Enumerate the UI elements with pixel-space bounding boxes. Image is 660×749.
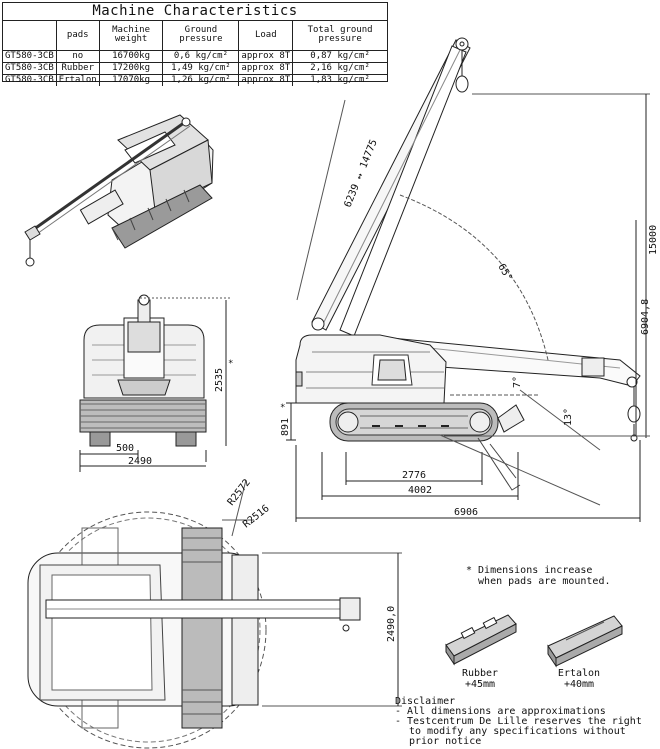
table-row: GT580-3CB Rubber 17200kg 1,49 kg/cm² app…	[3, 62, 387, 75]
header-total-pressure: Total ground pressure	[292, 20, 387, 51]
track-length-label: 4002	[408, 485, 432, 496]
cell-total-pressure: 2,16 kg/cm²	[292, 62, 387, 75]
side-view-illustration	[295, 37, 641, 491]
side-asterisk: *	[280, 403, 285, 413]
table-title: Machine Characteristics	[3, 3, 387, 21]
front-asterisk: *	[228, 359, 233, 369]
cell-total-pressure: 1,83 kg/cm²	[292, 74, 387, 86]
front-view-illustration	[79, 294, 207, 447]
table-row: GT580-3CB Ertalon 17070kg 1,26 kg/cm² ap…	[3, 74, 387, 86]
disclaimer-line: - Testcentrum De Lille reserves the righ…	[395, 716, 642, 727]
ertalon-pad-label: Ertalon +40mm	[557, 668, 601, 690]
cell-ground-pressure: 1,26 kg/cm²	[162, 74, 240, 86]
total-height-label: 15000	[648, 225, 659, 255]
radius-inner-label: R2516	[241, 503, 271, 530]
front-height-label: 2535	[214, 368, 225, 392]
cell-model: GT580-3CB	[3, 50, 57, 63]
ground-clearance-label: 891	[280, 418, 291, 436]
cell-model: GT580-3CB	[3, 62, 57, 75]
cell-pads: no	[55, 50, 100, 63]
header-pads: pads	[55, 20, 100, 51]
disclaimer-title: Disclaimer	[395, 696, 456, 707]
cell-pads: Ertalon	[55, 74, 100, 86]
height-retracted-label: 6904,8	[640, 299, 651, 335]
isometric-view-illustration	[24, 114, 214, 267]
small-angle-label: 7°	[512, 376, 523, 388]
top-view-illustration	[27, 511, 361, 749]
cell-load: approx 8T	[238, 50, 294, 63]
cell-model: GT580-3CB	[3, 74, 57, 86]
boom-angle-label: 65°	[495, 262, 514, 283]
front-width-label: 2490	[128, 456, 152, 467]
total-length-label: 6906	[454, 507, 478, 518]
cell-total-pressure: 0,87 kg/cm²	[292, 50, 387, 63]
track-angle-label: 13°	[563, 408, 574, 426]
cell-pads: Rubber	[55, 62, 100, 75]
track-width-label: 500	[116, 443, 134, 454]
radius-outer-label: R2572	[226, 477, 253, 507]
top-width-label: 2490,0	[386, 606, 397, 642]
disclaimer-line: - All dimensions are approximations	[395, 706, 606, 717]
cell-load: approx 8T	[238, 74, 294, 86]
header-ground-pressure: Ground pressure	[162, 20, 240, 51]
header-load: Load	[238, 20, 294, 51]
track-contact-label: 2776	[402, 470, 426, 481]
cell-weight: 17200kg	[98, 62, 164, 75]
cell-ground-pressure: 0,6 kg/cm²	[162, 50, 240, 63]
cell-ground-pressure: 1,49 kg/cm²	[162, 62, 240, 75]
cell-load: approx 8T	[238, 62, 294, 75]
disclaimer-line: to modify any specifications without	[409, 726, 626, 737]
ertalon-pad-illustration	[547, 615, 623, 668]
cell-weight: 17070kg	[98, 74, 164, 86]
disclaimer-line: prior notice	[409, 736, 482, 747]
pads-note: * Dimensions increase when pads are moun…	[466, 565, 611, 587]
rubber-pad-illustration	[445, 614, 517, 666]
header-machine-weight: Machine weight	[98, 20, 164, 51]
boom-length-label: 6239 ↔ 14775	[343, 138, 380, 209]
machine-characteristics-table: Machine Characteristics pads Machine wei…	[2, 2, 388, 86]
rubber-pad-label: Rubber +45mm	[461, 668, 499, 690]
table-row: GT580-3CB no 16700kg 0,6 kg/cm² approx 8…	[3, 50, 387, 63]
cell-weight: 16700kg	[98, 50, 164, 63]
disclaimer: Disclaimer - All dimensions are approxim…	[395, 697, 657, 747]
header-model	[3, 20, 57, 51]
table-header-row: pads Machine weight Ground pressure Load…	[3, 20, 387, 51]
spec-grid: pads Machine weight Ground pressure Load…	[3, 20, 387, 86]
